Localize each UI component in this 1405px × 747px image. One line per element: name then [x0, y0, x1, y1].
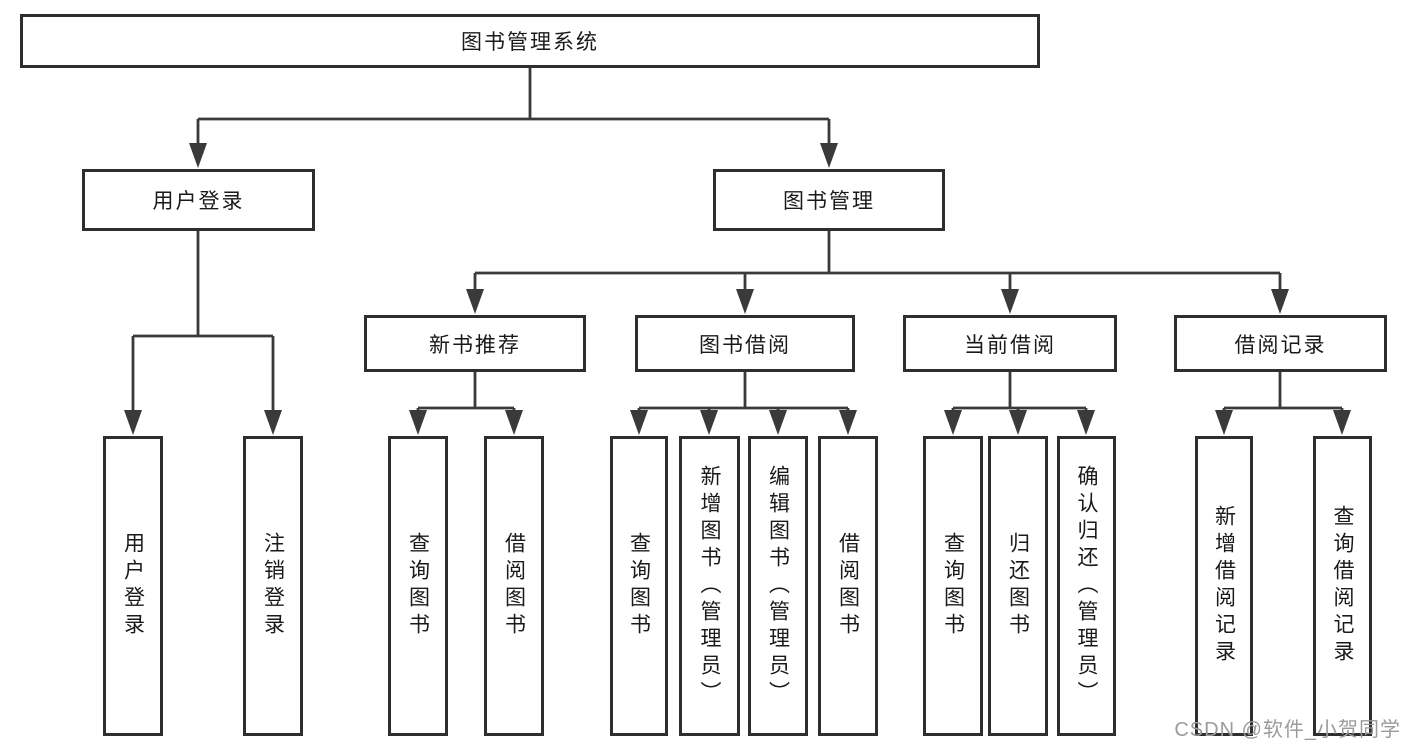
- leaf-add-books-admin: 新增图书（管理员）: [679, 436, 740, 736]
- node-label: 图书借阅: [699, 333, 791, 357]
- leaf-user-login: 用户登录: [103, 436, 163, 736]
- leaf-add-borrow-record: 新增借阅记录: [1195, 436, 1253, 736]
- leaf-query-books-borrow: 查询图书: [610, 436, 668, 736]
- node-label: 查询图书: [941, 532, 965, 640]
- node-new-book-recommend: 新书推荐: [364, 315, 586, 372]
- leaf-return-books: 归还图书: [988, 436, 1048, 736]
- node-label: 图书管理: [783, 190, 875, 213]
- leaf-confirm-return-admin: 确认归还（管理员）: [1057, 436, 1116, 736]
- node-library-management-system: 图书管理系统: [20, 14, 1040, 68]
- leaf-query-borrow-record: 查询借阅记录: [1313, 436, 1372, 736]
- node-label: 用户登录: [152, 190, 245, 213]
- leaf-query-books-current: 查询图书: [923, 436, 983, 736]
- node-label: 查询图书: [406, 532, 430, 640]
- node-label: 注销登录: [261, 532, 285, 640]
- leaf-borrow-books: 借阅图书: [818, 436, 878, 736]
- node-label: 借阅图书: [836, 532, 860, 640]
- node-label: 当前借阅: [964, 333, 1056, 357]
- node-label: 新增图书（管理员）: [698, 464, 721, 708]
- node-book-management: 图书管理: [713, 169, 945, 231]
- node-label: 图书管理系统: [461, 31, 599, 54]
- node-current-borrowing: 当前借阅: [903, 315, 1117, 372]
- node-label: 查询借阅记录: [1331, 505, 1354, 667]
- node-label: 用户登录: [121, 532, 145, 640]
- node-label: 归还图书: [1006, 532, 1030, 640]
- node-label: 确认归还（管理员）: [1075, 464, 1098, 708]
- node-label: 查询图书: [627, 532, 651, 640]
- node-label: 新增借阅记录: [1212, 505, 1236, 667]
- leaf-logout: 注销登录: [243, 436, 303, 736]
- node-user-login: 用户登录: [82, 169, 315, 231]
- leaf-query-books-newbook: 查询图书: [388, 436, 448, 736]
- node-borrowing-records: 借阅记录: [1174, 315, 1387, 372]
- node-label: 借阅图书: [502, 532, 526, 640]
- node-label: 新书推荐: [429, 333, 521, 357]
- leaf-borrow-books-newbook: 借阅图书: [484, 436, 544, 736]
- node-label: 借阅记录: [1234, 333, 1327, 357]
- node-book-borrowing: 图书借阅: [635, 315, 855, 372]
- node-label: 编辑图书（管理员）: [766, 464, 790, 708]
- leaf-edit-books-admin: 编辑图书（管理员）: [748, 436, 808, 736]
- csdn-watermark: CSDN @软件_小贺同学: [1174, 719, 1401, 741]
